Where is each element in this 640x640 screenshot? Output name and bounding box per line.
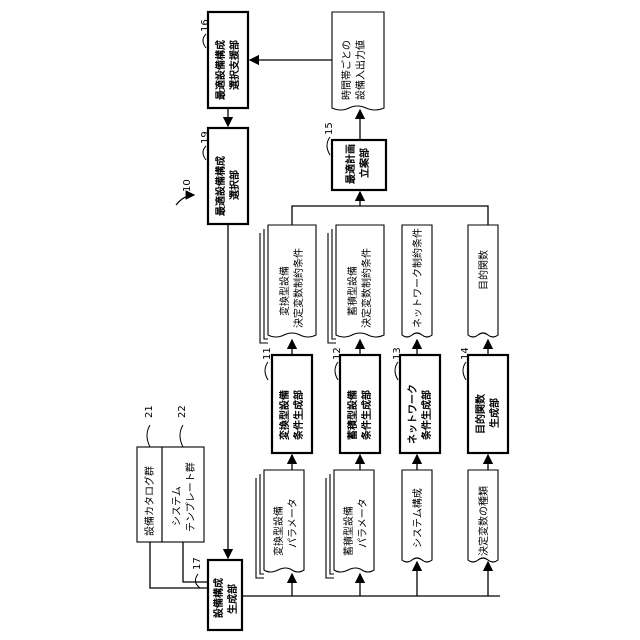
ref-17: 17 [192, 557, 203, 570]
selector-label-1: 最適設備構成 [214, 156, 227, 216]
obj-gen-box [468, 355, 508, 453]
template-label-2: テンプレート群 [184, 462, 197, 532]
ref-13: 13 [392, 347, 403, 360]
ref-22: 22 [177, 405, 188, 418]
conv-param-label-1: 変換型設備 [272, 506, 285, 556]
conv-cond-doc [268, 225, 316, 337]
selector-label-2: 選択部 [228, 170, 241, 200]
template-label-1: システム [171, 486, 183, 526]
ref-11: 11 [262, 347, 273, 360]
io-values-label-1: 時間帯ごとの [340, 40, 353, 100]
catalog-label: 設備カタログ群 [143, 466, 156, 536]
conv-cond-label-2: 決定変数制約条件 [292, 248, 305, 328]
net-gen-label-1: ネットワーク [407, 384, 419, 444]
template-box [162, 447, 204, 542]
stor-gen-label-2: 条件生成部 [360, 390, 373, 441]
stor-cond-label-2: 決定変数制約条件 [360, 248, 373, 328]
conv-gen-label-1: 変換型設備 [278, 390, 291, 440]
ref-19: 19 [200, 131, 211, 144]
stor-gen-box [340, 355, 380, 453]
ref-10: 10 [182, 179, 193, 192]
selector-box [208, 128, 248, 224]
conv-gen-label-2: 条件生成部 [292, 390, 305, 441]
ref-15: 15 [324, 122, 335, 135]
decision-vars-label: 決定変数の種類 [477, 486, 490, 556]
stor-param-label-2: パラメータ [357, 498, 369, 548]
ref-12: 12 [332, 347, 343, 360]
net-gen-box [400, 355, 440, 453]
ref-14: 14 [460, 347, 471, 360]
stor-gen-label-1: 蓄積型設備 [346, 390, 359, 440]
sys-config-label: システム構成 [411, 488, 424, 548]
net-cond-label: ネットワーク制約条件 [411, 228, 424, 328]
planner-label-2: 立案部 [358, 148, 371, 178]
stor-cond-doc [336, 225, 384, 337]
io-values-label-2: 設備入出力値 [354, 40, 367, 100]
support-box [208, 12, 248, 108]
ref-16: 16 [200, 19, 211, 32]
planner-box [332, 140, 386, 190]
generator-label-1: 設備構成 [212, 578, 225, 618]
obj-gen-label-2: 生成部 [488, 398, 501, 428]
obj-func-label: 目的関数 [477, 250, 490, 290]
conv-gen-box [272, 355, 312, 453]
generator-label-2: 生成部 [226, 584, 239, 614]
support-label-2: 選択支援部 [228, 40, 241, 90]
stor-param-label-1: 蓄積型設備 [342, 506, 355, 556]
conv-param-label-2: パラメータ [287, 498, 299, 548]
ref-21: 21 [144, 405, 155, 418]
support-label-1: 最適設備構成 [214, 40, 227, 100]
conv-cond-label-1: 変換型設備 [278, 266, 291, 316]
net-gen-label-2: 条件生成部 [420, 390, 433, 441]
planner-label-1: 最適計画 [344, 144, 357, 184]
stor-cond-label-1: 蓄積型設備 [346, 266, 359, 316]
obj-gen-label-1: 目的関数 [474, 393, 487, 434]
